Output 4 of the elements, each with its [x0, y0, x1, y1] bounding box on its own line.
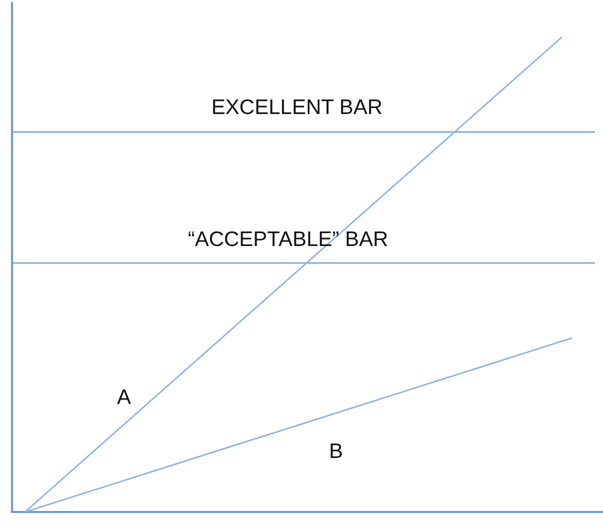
bar-label: “ACCEPTABLE” BAR [188, 228, 388, 252]
line-label: A [117, 386, 131, 410]
line-label: B [329, 440, 343, 464]
bar-label: EXCELLENT BAR [211, 96, 383, 120]
